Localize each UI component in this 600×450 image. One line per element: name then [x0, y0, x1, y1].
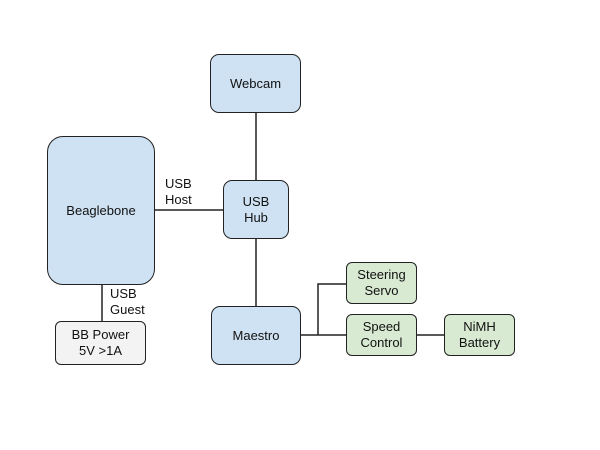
usb-hub-node: USB Hub — [223, 180, 289, 239]
usb-host-label: USB Host — [165, 176, 192, 207]
maestro-to-servo-line — [317, 283, 346, 335]
maestro-node: Maestro — [211, 306, 301, 365]
nimh-battery-node: NiMH Battery — [444, 314, 515, 356]
bb-power-node: BB Power 5V >1A — [55, 321, 146, 365]
webcam-node: Webcam — [210, 54, 301, 113]
beaglebone-node: Beaglebone — [47, 136, 155, 285]
usb-guest-label: USB Guest — [110, 286, 145, 317]
steering-servo-node: Steering Servo — [346, 262, 417, 304]
speed-control-node: Speed Control — [346, 314, 417, 356]
